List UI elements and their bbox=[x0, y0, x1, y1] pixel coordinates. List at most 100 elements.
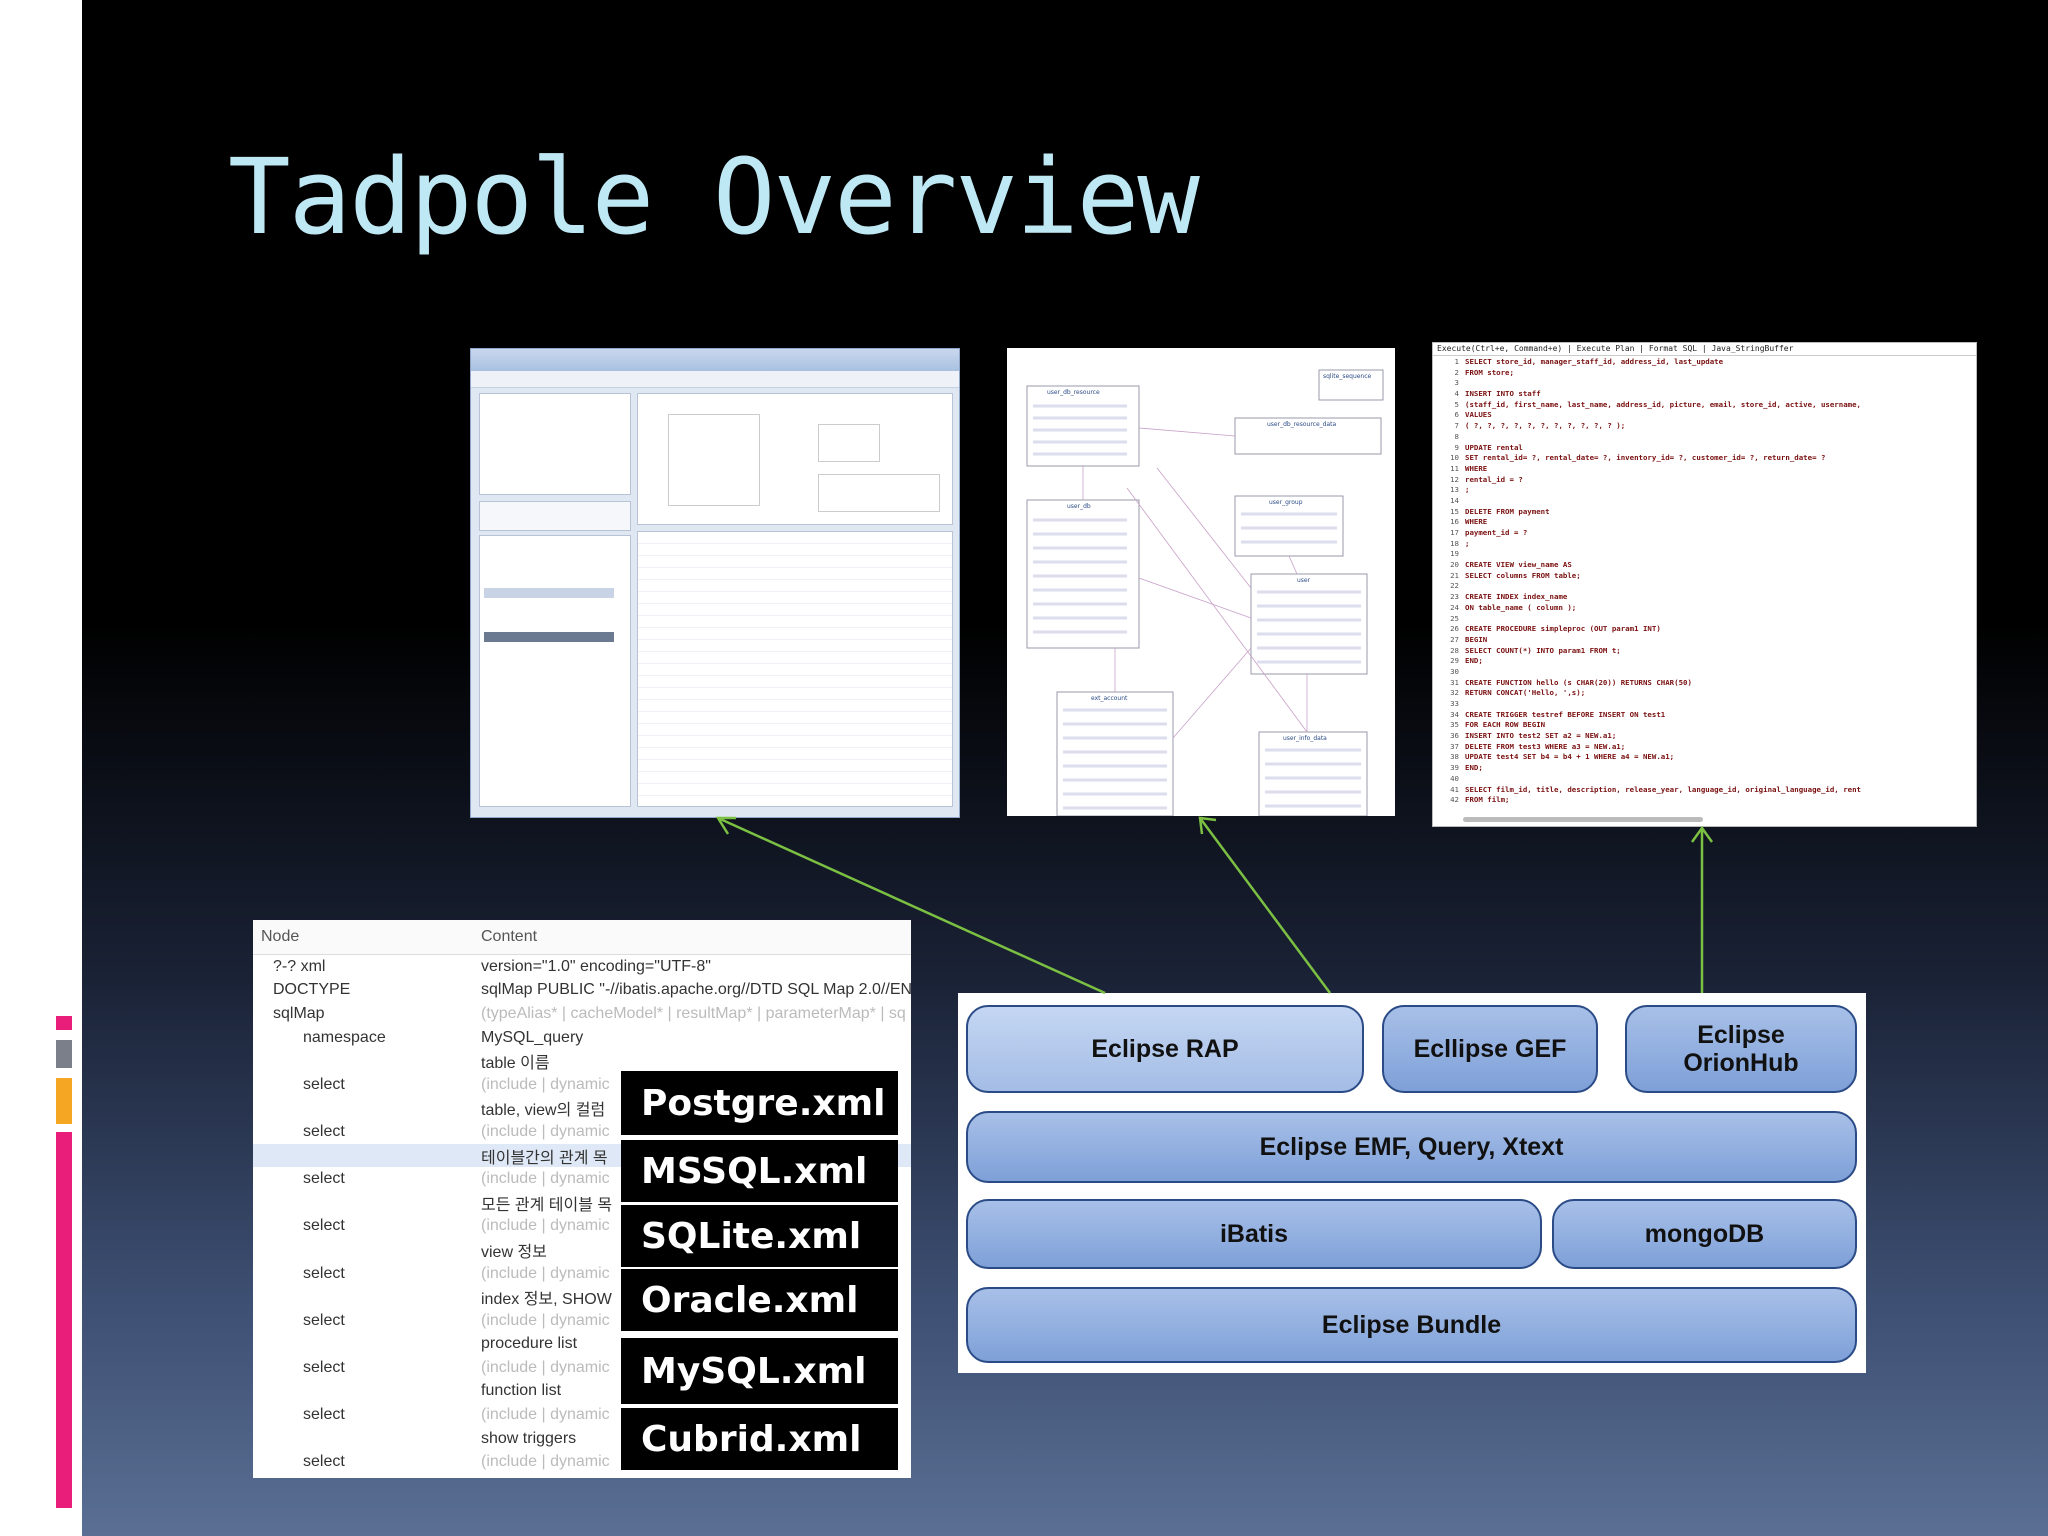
erd-diagram: user_db_resource sqlite_sequence user_db… bbox=[1026, 369, 1384, 816]
code-text: DELETE FROM test3 WHERE a3 = NEW.a1; bbox=[1465, 741, 1626, 751]
line-number: 19 bbox=[1450, 549, 1459, 559]
code-text: SET rental_id= ?, rental_date= ?, invent… bbox=[1465, 453, 1826, 463]
xml-file-label: Cubrid.xml bbox=[621, 1408, 898, 1470]
erd-table-label: user_info_data bbox=[1283, 735, 1327, 742]
code-line: 13; bbox=[1433, 485, 1976, 496]
code-text: CREATE TRIGGER testref BEFORE INSERT ON … bbox=[1465, 709, 1666, 719]
tree-row[interactable]: select(include | dynamic bbox=[253, 1167, 911, 1191]
tree-row[interactable]: select(include | dynamic bbox=[253, 1262, 911, 1286]
eclipse-emf-block: Eclipse EMF, Query, Xtext bbox=[966, 1111, 1857, 1183]
tree-node-content: sqlMap PUBLIC "-//ibatis.apache.org//DTD… bbox=[481, 981, 911, 999]
code-line: 38 UPDATE test4 SET b4 = b4 + 1 WHERE a4… bbox=[1433, 752, 1976, 763]
tree-node-content: 테이블간의 관계 목 bbox=[481, 1149, 608, 1167]
line-number: 4 bbox=[1454, 389, 1459, 399]
code-line: 8 bbox=[1433, 432, 1976, 443]
code-text: ( ?, ?, ?, ?, ?, ?, ?, ?, ?, ?, ? ); bbox=[1465, 421, 1626, 431]
tree-row[interactable]: select(include | dynamic bbox=[253, 1356, 911, 1380]
tree-node-name: select bbox=[303, 1311, 345, 1329]
decor-bar-pink-long bbox=[56, 1132, 72, 1508]
line-number: 34 bbox=[1450, 709, 1459, 719]
tree-node-content: (include | dynamic bbox=[481, 1406, 610, 1424]
tree-row[interactable]: view 정보 bbox=[253, 1238, 911, 1262]
line-number: 38 bbox=[1450, 752, 1459, 762]
code-text: rental_id = ? bbox=[1465, 474, 1523, 484]
xml-file-label: MySQL.xml bbox=[621, 1338, 898, 1404]
line-number: 8 bbox=[1454, 431, 1459, 441]
tree-node-name: ?-? xml bbox=[273, 957, 326, 975]
code-line: 3 bbox=[1433, 378, 1976, 389]
code-line: 19 bbox=[1433, 549, 1976, 560]
decor-bar-orange bbox=[56, 1078, 72, 1124]
tree-node-content: table, view의 컬럼 bbox=[481, 1102, 606, 1120]
tree-row[interactable]: function list bbox=[253, 1380, 911, 1404]
decor-bar-pink bbox=[56, 1016, 72, 1030]
tree-row[interactable]: select(include | dynamic bbox=[253, 1215, 911, 1239]
tree-node-content: 모든 관계 테이블 목 bbox=[481, 1196, 613, 1214]
eclipse-gef-block: Ecllipse GEF bbox=[1382, 1005, 1598, 1093]
tree-row[interactable]: select(include | dynamic bbox=[253, 1403, 911, 1427]
tree-row[interactable]: select(include | dynamic bbox=[253, 1073, 911, 1097]
ibatis-block: iBatis bbox=[966, 1199, 1542, 1269]
line-number: 10 bbox=[1450, 453, 1459, 463]
code-text: WHERE bbox=[1465, 517, 1488, 527]
line-number: 26 bbox=[1450, 624, 1459, 634]
line-number: 2 bbox=[1454, 367, 1459, 377]
line-number: 36 bbox=[1450, 731, 1459, 741]
code-line: 7 ( ?, ?, ?, ?, ?, ?, ?, ?, ?, ?, ? ); bbox=[1433, 421, 1976, 432]
line-number: 16 bbox=[1450, 517, 1459, 527]
line-number: 15 bbox=[1450, 506, 1459, 516]
tree-node-content: (include | dynamic bbox=[481, 1453, 610, 1471]
tree-node-content: MySQL_query bbox=[481, 1028, 584, 1046]
code-line: 28 SELECT COUNT(*) INTO param1 FROM t; bbox=[1433, 646, 1976, 657]
tree-node-content: show triggers bbox=[481, 1429, 577, 1447]
mongodb-block: mongoDB bbox=[1552, 1199, 1857, 1269]
code-text: UPDATE test4 SET b4 = b4 + 1 WHERE a4 = … bbox=[1465, 752, 1675, 762]
code-text: INSERT INTO staff bbox=[1465, 389, 1541, 399]
tree-node-content: (include | dynamic bbox=[481, 1170, 610, 1188]
tree-node-content: (include | dynamic bbox=[481, 1358, 610, 1376]
line-number: 29 bbox=[1450, 656, 1459, 666]
erd-diagram-screenshot: user_db_resource sqlite_sequence user_db… bbox=[1007, 348, 1395, 816]
eclipse-rap-block: Eclipse RAP bbox=[966, 1005, 1364, 1093]
code-text: SELECT columns FROM table; bbox=[1465, 570, 1581, 580]
tree-node-name: select bbox=[303, 1453, 345, 1471]
tree-node-content: (include | dynamic bbox=[481, 1264, 610, 1282]
decor-bar-gray bbox=[56, 1040, 72, 1068]
tree-node-content: version="1.0" encoding="UTF-8" bbox=[481, 957, 711, 975]
line-number: 7 bbox=[1454, 421, 1459, 431]
code-text: RETURN CONCAT('Hello, ',s); bbox=[1465, 688, 1586, 698]
code-text: SELECT store_id, manager_staff_id, addre… bbox=[1465, 357, 1724, 366]
tree-node-content: table 이름 bbox=[481, 1055, 550, 1073]
tree-row[interactable]: select (include | dynamic bbox=[253, 1450, 911, 1474]
tree-row[interactable]: ?-? xml version="1.0" encoding="UTF-8" bbox=[253, 955, 911, 979]
line-number: 17 bbox=[1450, 528, 1459, 537]
tree-row[interactable]: table, view의 컬럼 bbox=[253, 1097, 911, 1121]
tree-row[interactable]: DOCTYPE sqlMap PUBLIC "-//ibatis.apache.o… bbox=[253, 979, 911, 1003]
tree-row[interactable]: table 이름 bbox=[253, 1049, 911, 1073]
tree-row[interactable]: sqlMap(typeAlias* | cacheModel* | result… bbox=[253, 1002, 911, 1026]
code-line: 16 WHERE bbox=[1433, 517, 1976, 528]
code-line: 24 ON table_name ( column ); bbox=[1433, 603, 1976, 614]
tree-row[interactable]: procedure list bbox=[253, 1333, 911, 1357]
tree-node-name: select bbox=[303, 1217, 345, 1235]
tree-row[interactable]: 모든 관계 테이블 목 bbox=[253, 1191, 911, 1215]
tree-row[interactable]: index 정보, SHOW bbox=[253, 1285, 911, 1309]
horizontal-scrollbar[interactable] bbox=[1463, 817, 1703, 822]
line-number: 23 bbox=[1450, 592, 1459, 602]
tree-row[interactable]: select(include | dynamic bbox=[253, 1309, 911, 1333]
code-line: 4 INSERT INTO staff bbox=[1433, 389, 1976, 400]
tree-row[interactable]: select(include | dynamic bbox=[253, 1120, 911, 1144]
tree-node-content: (include | dynamic bbox=[481, 1122, 610, 1140]
erd-table-label: sqlite_sequence bbox=[1323, 373, 1372, 380]
tree-row[interactable]: show triggers bbox=[253, 1427, 911, 1451]
tree-node-name: DOCTYPE bbox=[273, 981, 351, 999]
line-number: 18 bbox=[1450, 538, 1459, 548]
line-number: 24 bbox=[1450, 602, 1459, 612]
decor-bars-top bbox=[48, 150, 80, 236]
